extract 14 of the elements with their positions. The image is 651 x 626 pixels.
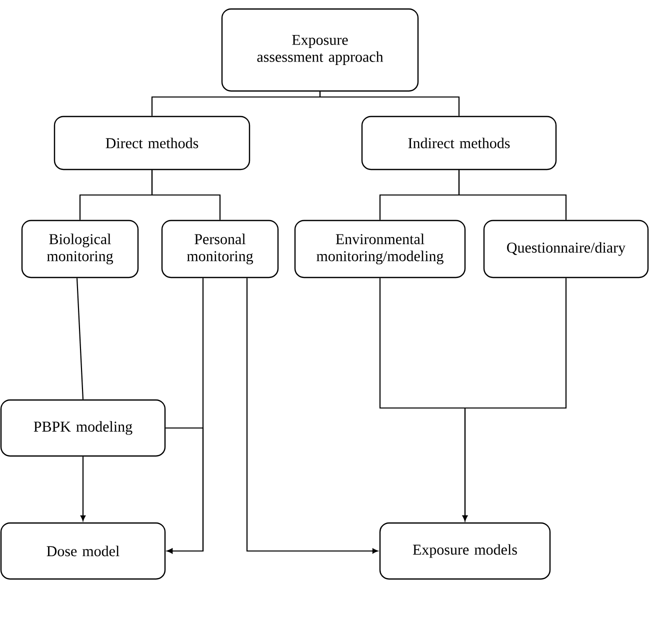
process-box: Questionnaire/diary (483, 220, 649, 278)
process-box: PBPK modeling (0, 399, 166, 457)
arrow (166, 427, 204, 554)
arrow (80, 456, 86, 521)
arrow (246, 278, 378, 554)
process-box: Exposure models (379, 522, 551, 580)
process-box: Indirect methods (361, 116, 557, 170)
process-box: Direct methods (54, 116, 250, 170)
process-box: Exposure assessment approach (221, 8, 419, 92)
process-box: Personal monitoring (161, 220, 279, 278)
process-box: Environmental monitoring/modeling (294, 220, 466, 278)
process-box: Dose model (0, 522, 166, 580)
process-box: Biological monitoring (21, 220, 139, 278)
arrow (462, 278, 567, 521)
